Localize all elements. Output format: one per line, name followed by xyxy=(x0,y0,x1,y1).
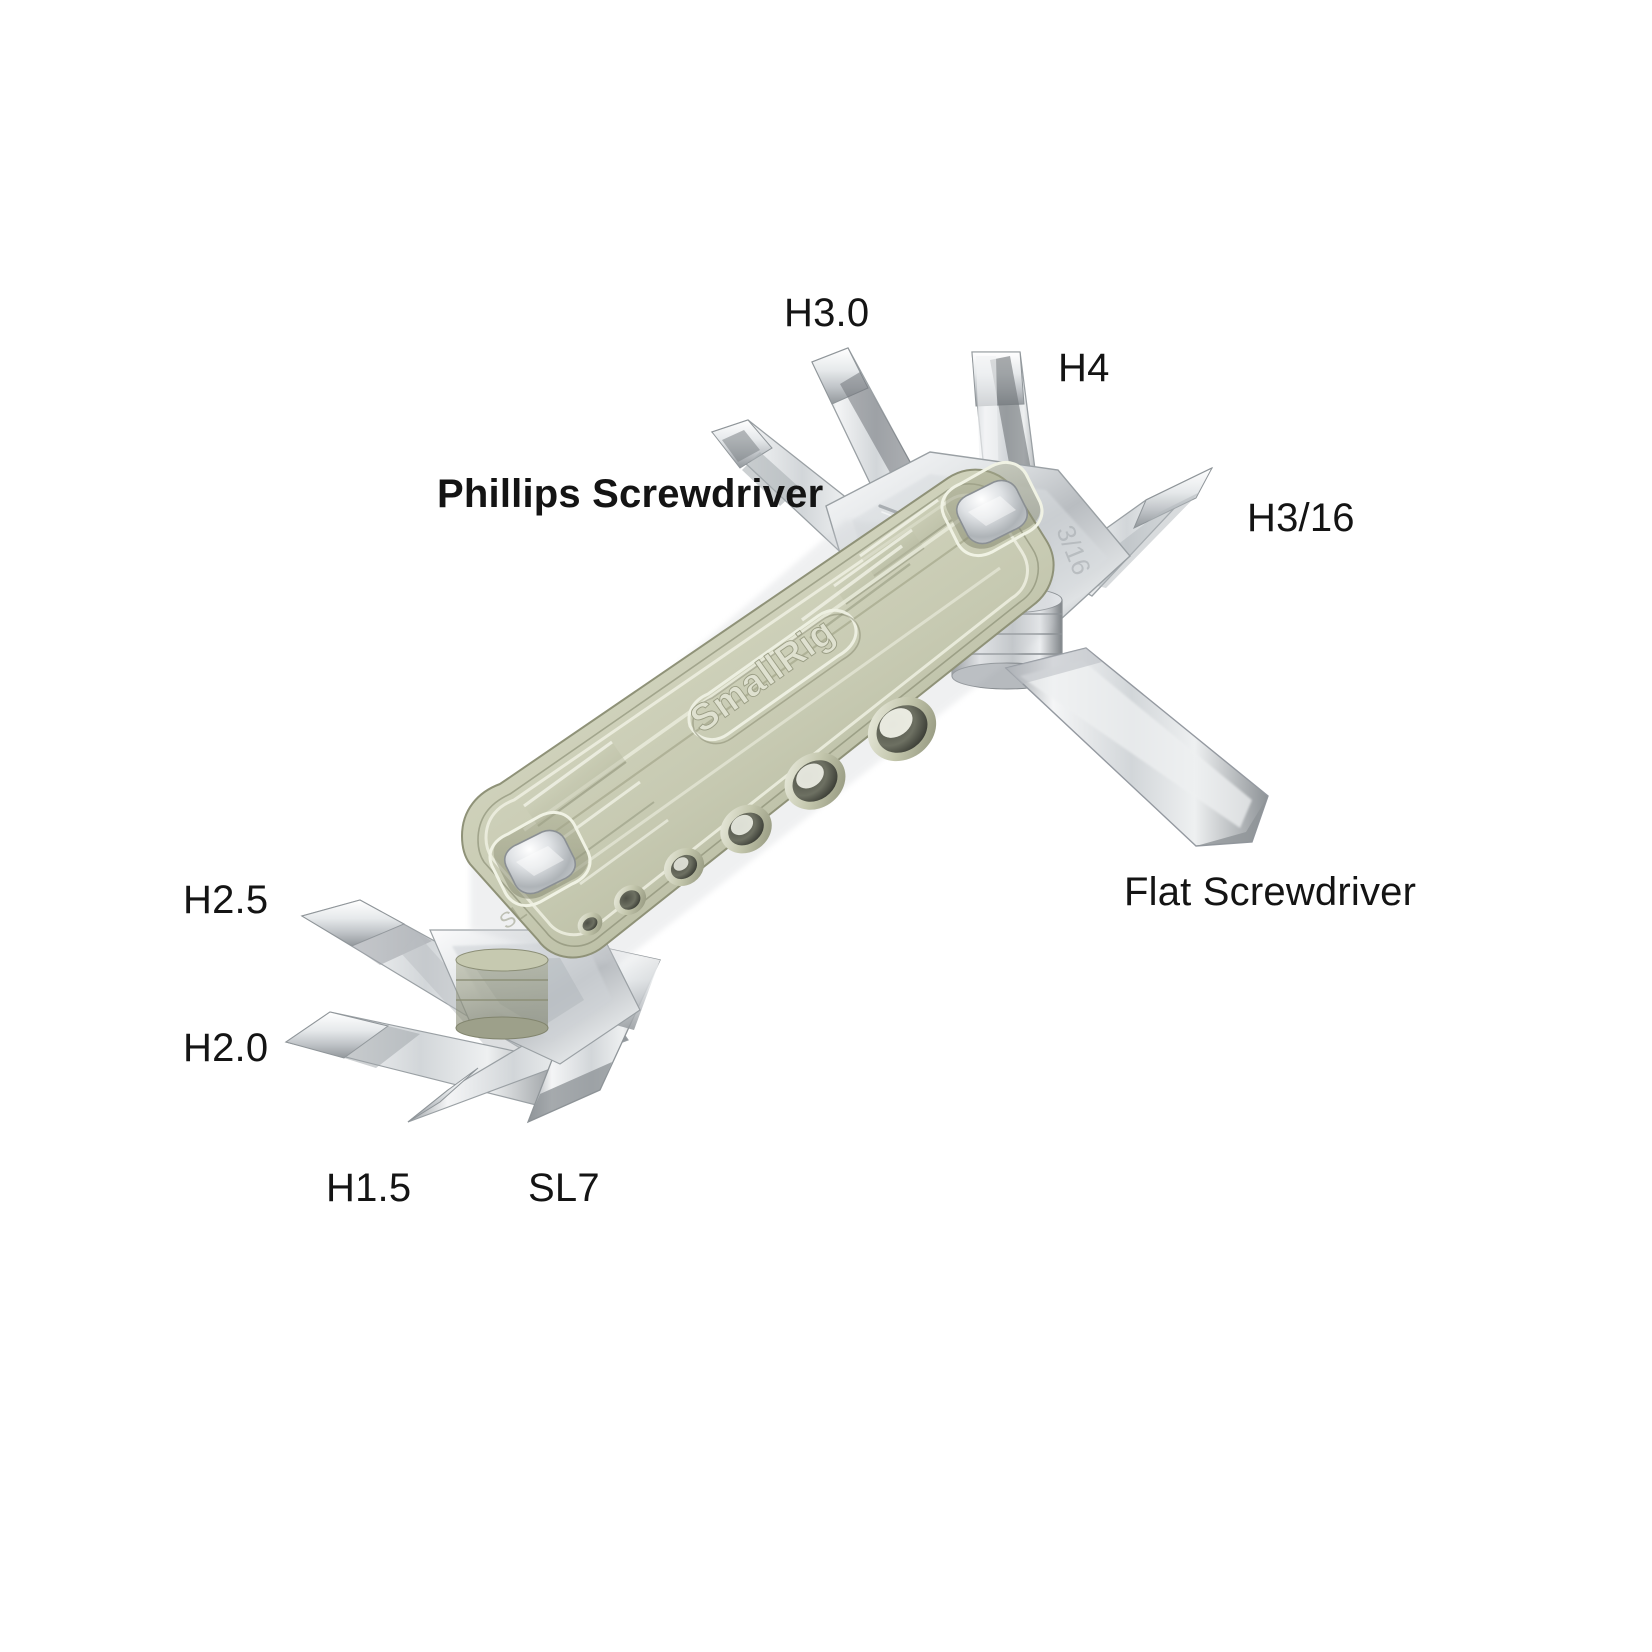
bit-h2-5 xyxy=(300,899,562,1062)
hole-xxs xyxy=(577,912,603,936)
pivot-cap-lower xyxy=(488,811,592,907)
pivot-collar-top xyxy=(951,586,1063,690)
callout-h3-16: H3/16 xyxy=(1247,496,1355,540)
callout-h1-5: H1.5 xyxy=(326,1166,412,1210)
bit-h3-0 xyxy=(811,347,948,551)
callout-h2-0: H2.0 xyxy=(183,1026,269,1070)
svg-text:SL: SL xyxy=(495,898,531,934)
bit-fan-hub-bottom xyxy=(429,929,641,1065)
pivot-cap-upper xyxy=(940,461,1044,557)
bit-h4 xyxy=(971,351,1045,549)
bit-h1-5 xyxy=(407,999,629,1123)
callout-sl7: SL7 xyxy=(528,1166,600,1210)
callout-h3-0: H3.0 xyxy=(784,291,870,335)
bit-h2-0 xyxy=(284,1011,567,1109)
hole-xs xyxy=(613,884,647,916)
callout-phillips-screwdriver: Phillips Screwdriver xyxy=(437,472,824,516)
callout-h2-5: H2.5 xyxy=(183,878,269,922)
hole-m xyxy=(720,804,772,854)
pivot-collar-lower xyxy=(455,948,549,1040)
svg-text:SmallRig: SmallRig xyxy=(683,610,843,741)
handle-grip-ridges xyxy=(522,498,1001,886)
bit-h3-16 xyxy=(1046,466,1214,597)
hole-l xyxy=(784,752,846,810)
hole-s xyxy=(663,847,705,887)
bit-flat-screwdriver xyxy=(1004,647,1269,847)
hole-xl xyxy=(867,696,937,762)
bit-group-bottom xyxy=(284,899,661,1124)
svg-text:3/16: 3/16 xyxy=(1050,521,1097,579)
bit-group-top: 3/16 xyxy=(710,347,1214,690)
callout-flat-screwdriver: Flat Screwdriver xyxy=(1124,870,1417,914)
handle-holes xyxy=(577,696,937,936)
callout-h4: H4 xyxy=(1058,346,1110,390)
brand-text: SmallRig xyxy=(682,610,843,742)
brand-plaque: SmallRig xyxy=(682,608,861,745)
bit-sl7 xyxy=(526,945,661,1124)
handle-grip-ridges-lower xyxy=(523,740,669,886)
handle-body: SmallRig xyxy=(455,461,1055,1040)
bit-fan-hub-top: 3/16 xyxy=(825,451,1131,641)
